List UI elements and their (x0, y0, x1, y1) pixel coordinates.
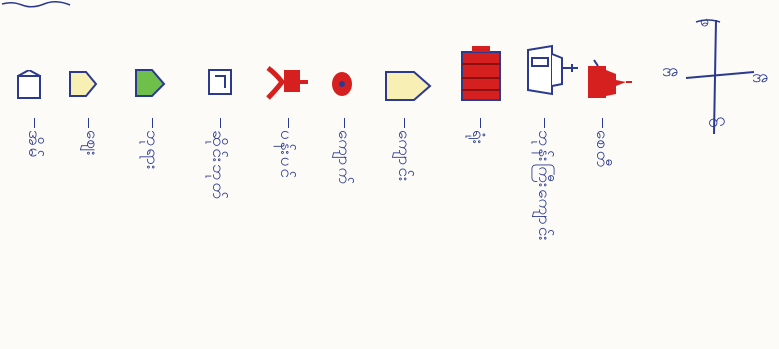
legend-label-pagoda-shrine: ဘုရား (140, 130, 165, 171)
house-green-icon (132, 66, 168, 108)
legend-label-office: ရုံး (466, 130, 491, 146)
legend-dash (404, 118, 405, 128)
legend-label-market: ဈေး (80, 130, 105, 158)
legend-label-school: ကျောင်း (392, 130, 417, 183)
legend-dash (152, 118, 153, 128)
compass-west-label: အ (662, 58, 681, 85)
legend-dash (220, 118, 221, 128)
legend-dash (288, 118, 289, 128)
legend-dash (544, 118, 545, 128)
pagoda-icon (584, 56, 634, 106)
legend-dash (344, 118, 345, 128)
legend-dash (602, 118, 603, 128)
red-tree-icon (262, 60, 312, 108)
red-dot-icon (328, 68, 356, 100)
legend-label-monastery: ဘုန်းကြီးကျောင်း (532, 130, 557, 243)
legend-label-house: အိမ် (22, 130, 47, 159)
monastery-icon (524, 44, 582, 102)
scribble-mark (0, 0, 80, 10)
compass-east-label: အ (752, 64, 771, 91)
legend-dash (88, 118, 89, 128)
legend-dash (34, 118, 35, 128)
signboard-icon (205, 66, 235, 102)
house-yellow-icon (66, 68, 100, 108)
red-building-icon (458, 44, 504, 108)
house-outline-icon (14, 70, 44, 110)
legend-label-signboard: ဆိုင်းဘုတ် (206, 130, 231, 201)
legend-label-stupa: စေတီ (590, 130, 615, 169)
legend-label-stone: ကျောက် (332, 130, 357, 186)
large-house-icon (382, 68, 436, 108)
legend-dash (480, 118, 481, 128)
legend-label-flower-tree: ပန်းပင် (274, 130, 299, 180)
